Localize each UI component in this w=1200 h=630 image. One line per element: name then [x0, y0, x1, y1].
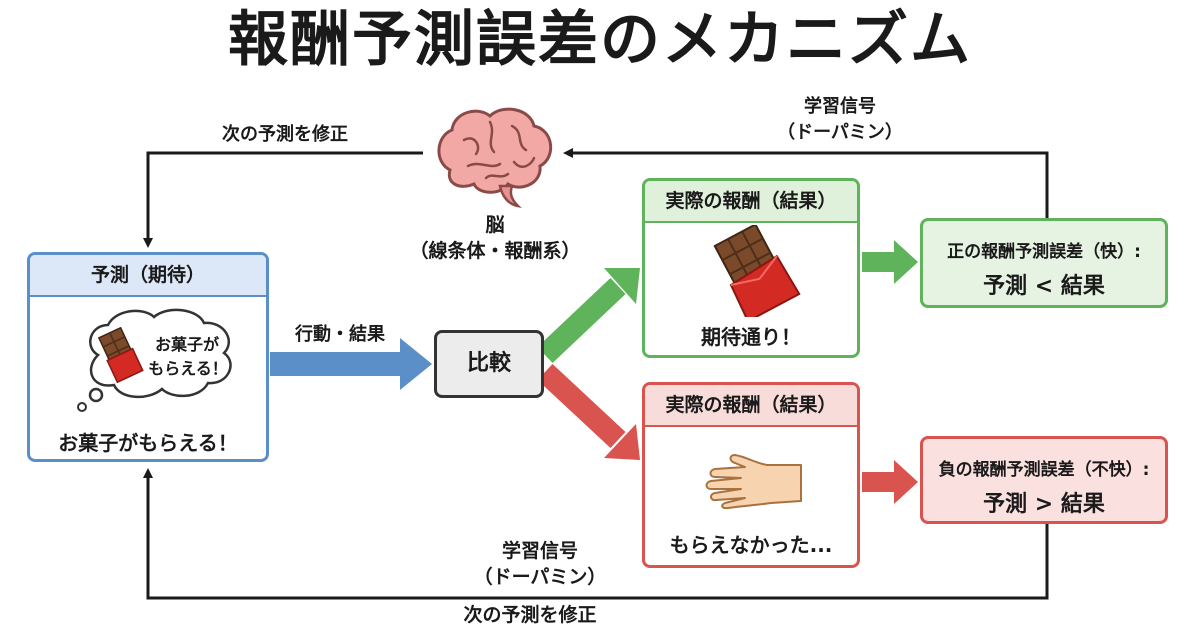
positive-arrow	[537, 268, 640, 363]
action-label: 行動・結果	[295, 324, 385, 345]
prediction-card: 予測（期待） お菓子が もらえる！ お菓子がもらえる！	[27, 252, 269, 462]
thought-text-line2: もらえる！	[148, 359, 228, 378]
bottom-caption: 次の予測を修正	[463, 604, 597, 626]
chocolate-icon	[713, 225, 801, 317]
top-right-label-line2: （ドーパミン）	[777, 122, 903, 143]
prediction-caption: お菓子がもらえる！	[58, 431, 238, 455]
actual-positive-caption: 期待通り！	[701, 325, 801, 349]
negative-error-box: 負の報酬予測誤差（不快）: 予測 > 結果	[920, 436, 1168, 524]
brain-label-line2: （線条体・報酬系）	[409, 240, 581, 262]
page-title: 報酬予測誤差のメカニズム	[228, 5, 972, 75]
negative-error-line1: 負の報酬予測誤差（不快）:	[938, 460, 1150, 480]
thought-text-line1: お菓子が	[154, 335, 219, 354]
actual-positive-header: 実際の報酬（結果）	[645, 181, 857, 223]
positive-error-box: 正の報酬予測誤差（快）: 予測 < 結果	[920, 218, 1168, 308]
positive-error-line2: 予測 < 結果	[983, 274, 1105, 299]
positive-result-arrow	[862, 240, 918, 284]
negative-error-line2: 予測 > 結果	[983, 492, 1105, 517]
bottom-feedback-line	[143, 468, 1049, 600]
open-hand-icon	[705, 454, 802, 509]
bottom-label-line2: （ドーパミン）	[473, 566, 607, 588]
negative-arrow	[537, 363, 640, 460]
top-right-feedback-line	[563, 148, 1049, 220]
prediction-card-header: 予測（期待）	[30, 255, 266, 297]
compare-box: 比較	[434, 330, 544, 398]
top-left-label: 次の予測を修正	[222, 124, 348, 145]
top-left-feedback-line	[143, 151, 423, 248]
actual-negative-caption: もらえなかった...	[669, 533, 833, 557]
brain-icon	[437, 107, 553, 209]
bottom-label-line1: 学習信号	[501, 540, 578, 562]
positive-error-line1: 正の報酬予測誤差（快）:	[947, 242, 1141, 262]
brain-label-line1: 脳	[485, 214, 505, 236]
top-right-label-line1: 学習信号	[804, 96, 876, 117]
chocolate-icon	[97, 327, 144, 383]
actual-reward-negative-card: 実際の報酬（結果） もらえなかった...	[642, 382, 860, 568]
action-arrow	[270, 338, 432, 390]
negative-result-arrow	[862, 460, 918, 504]
actual-reward-positive-card: 実際の報酬（結果） 期待通り！	[642, 178, 860, 358]
actual-negative-header: 実際の報酬（結果）	[645, 385, 857, 427]
